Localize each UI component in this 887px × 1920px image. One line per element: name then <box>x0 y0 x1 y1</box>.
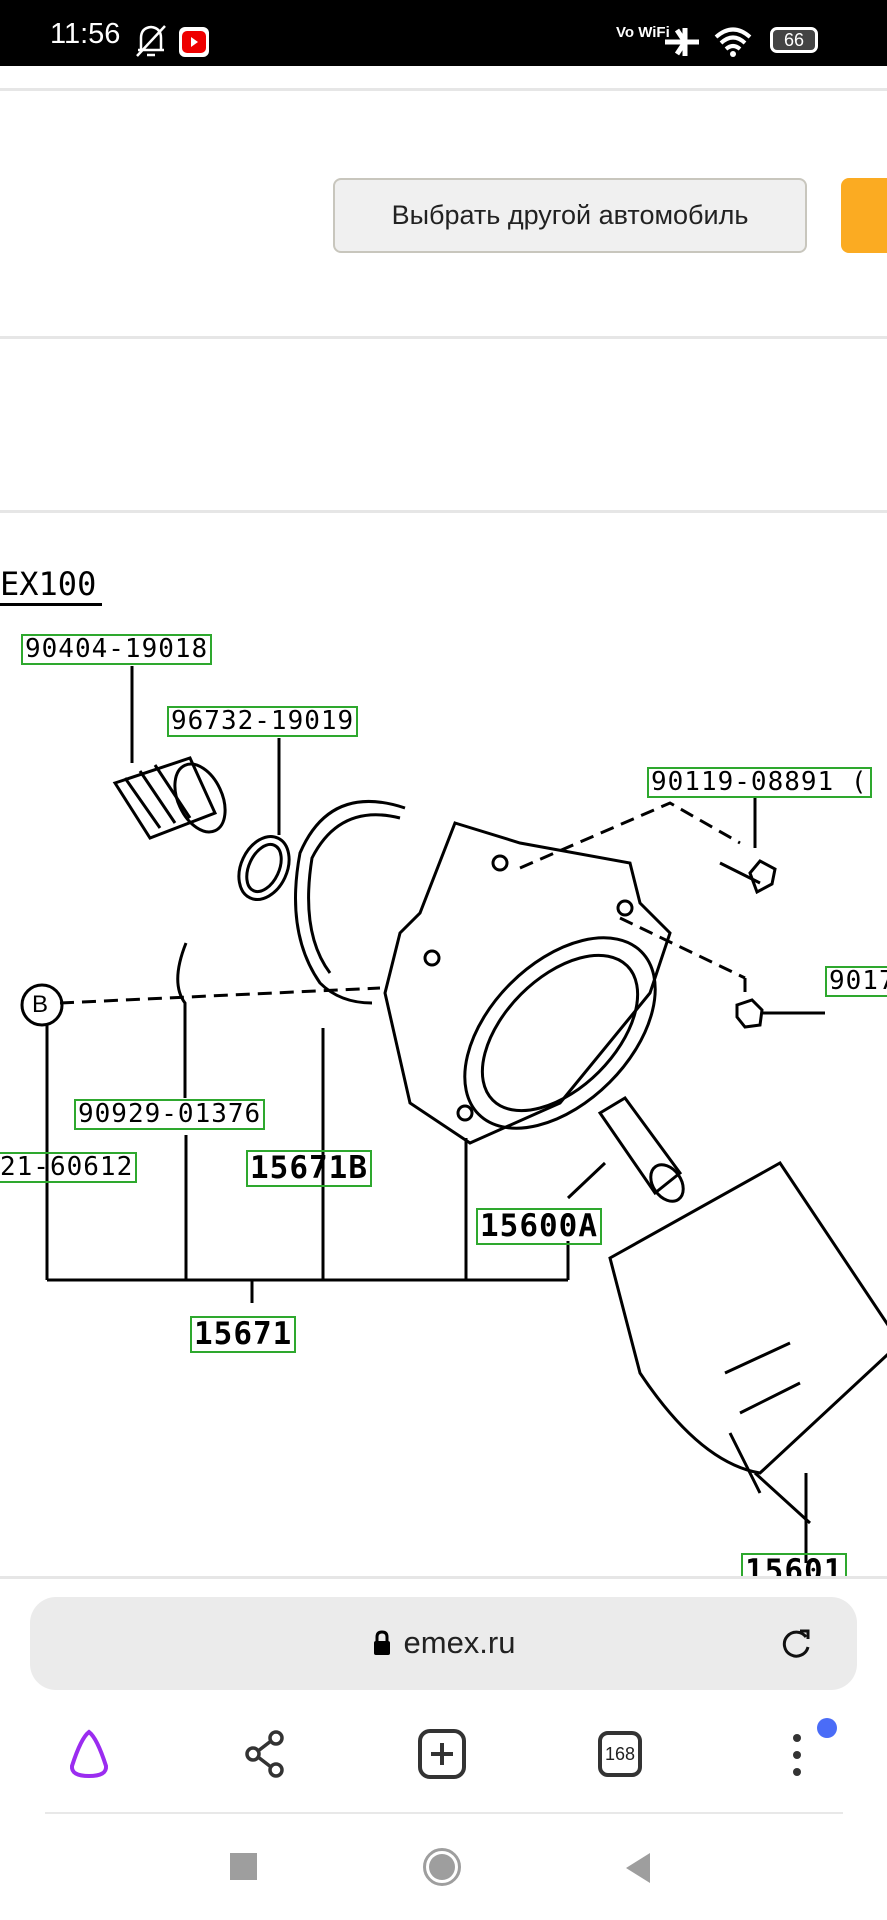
alice-icon <box>69 1729 109 1779</box>
part-number-link[interactable]: 90404-19018 <box>21 634 213 665</box>
vowifi-indicator: Vo WiFi <box>616 24 670 41</box>
part-number-link[interactable]: 96732-19019 <box>167 706 359 737</box>
housing-drawing <box>383 821 672 1145</box>
part-number-link[interactable]: 9017 <box>825 966 887 997</box>
bell-muted-icon <box>136 25 166 57</box>
part-number-link[interactable]: 90929-01376 <box>74 1099 266 1130</box>
change-car-button[interactable]: Выбрать другой автомобиль <box>333 178 807 253</box>
clock: 11:56 <box>50 18 121 50</box>
part-number-link[interactable]: 15671 <box>190 1316 297 1353</box>
notification-dot <box>817 1718 837 1738</box>
part-number-link[interactable]: 90119-08891 ( <box>647 767 872 798</box>
menu-button[interactable] <box>771 1728 823 1780</box>
drain-plug-drawing <box>112 756 227 840</box>
plus-square-icon <box>418 1729 466 1779</box>
model-title: EX100 <box>0 565 103 606</box>
ref-marker-b[interactable]: B <box>32 991 49 1018</box>
divider <box>45 1812 843 1814</box>
youtube-icon <box>179 27 209 57</box>
lock-icon <box>373 1630 390 1655</box>
status-bar: 11:56 Vo WiFi 66 <box>0 0 887 66</box>
address-bar[interactable]: emex.ru <box>30 1597 857 1690</box>
parts-diagram[interactable]: EX100 90404-19018 96732-19019 90119-0889… <box>0 513 887 1576</box>
home-button[interactable] <box>423 1848 461 1886</box>
more-vert-icon <box>793 1734 801 1776</box>
recents-button[interactable] <box>230 1853 257 1880</box>
oring-drawing <box>294 799 406 1005</box>
url-display[interactable]: emex.ru <box>30 1625 857 1661</box>
part-number-link[interactable]: 21-60612 <box>0 1152 138 1183</box>
tabs-count: 168 <box>598 1731 642 1777</box>
share-button[interactable] <box>239 1728 291 1780</box>
part-number-link[interactable]: 15601 <box>741 1553 848 1576</box>
share-icon <box>245 1730 284 1778</box>
filter-drawing <box>608 1161 887 1475</box>
gasket-drawing <box>237 835 291 901</box>
divider <box>0 1576 887 1579</box>
tabs-button[interactable]: 168 <box>594 1728 646 1780</box>
url-text: emex.ru <box>403 1625 516 1660</box>
airplane-mode-icon <box>665 28 699 56</box>
diagram-drawing <box>20 666 887 1563</box>
divider <box>0 88 887 91</box>
part-number-link[interactable]: 15671B <box>246 1150 372 1187</box>
divider <box>0 510 887 513</box>
battery-indicator: 66 <box>770 27 818 53</box>
primary-action-button[interactable] <box>841 178 887 253</box>
new-tab-button[interactable] <box>416 1728 468 1780</box>
alice-assistant-button[interactable] <box>63 1728 115 1780</box>
part-number-link[interactable]: 15600A <box>476 1208 602 1245</box>
wifi-icon <box>714 27 752 57</box>
divider <box>0 336 887 339</box>
back-button[interactable] <box>622 1851 652 1885</box>
reload-icon[interactable] <box>780 1627 814 1661</box>
